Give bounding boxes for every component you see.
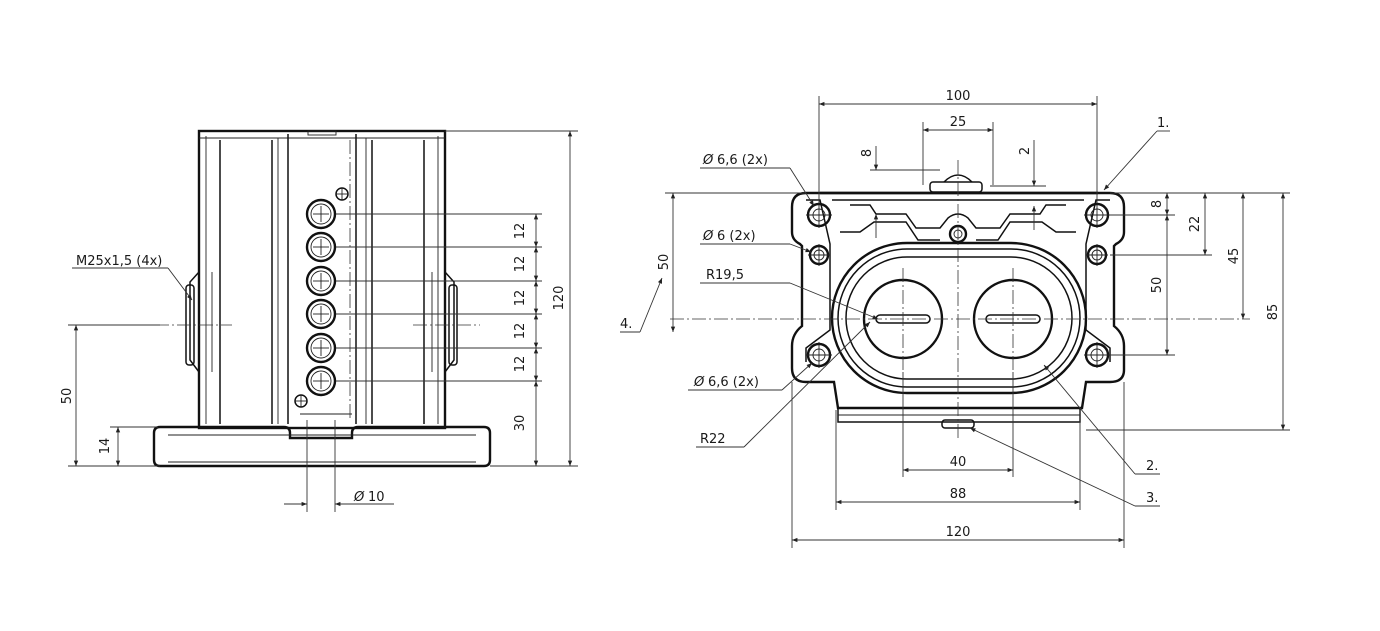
- dim-left-50: 50: [657, 254, 672, 271]
- dim-small-8: 8: [860, 149, 875, 157]
- dim-right-22: 22: [1188, 216, 1203, 233]
- dim-pitch-1: 12: [513, 223, 528, 240]
- dim-pitch-4: 12: [513, 323, 528, 340]
- callout-outer-radius: R22: [700, 432, 726, 447]
- item-label-4: 4.: [620, 317, 632, 332]
- dim-right-50: 50: [1150, 277, 1165, 294]
- dim-bottom-40: 40: [950, 455, 967, 470]
- callout-mid-holes: 6 (2x): [717, 229, 756, 244]
- front-view: 100 25 8 2 50 8 22 45 50 85 40 88 120 Ø …: [620, 89, 1290, 548]
- callout-top-holes-symbol: Ø: [702, 153, 714, 168]
- dim-right-85: 85: [1266, 304, 1281, 321]
- dim-pitch-3: 12: [513, 290, 528, 307]
- dim-pin-diameter: 10: [368, 490, 385, 505]
- dim-overall-top-width: 100: [946, 89, 971, 104]
- dim-total-height: 120: [552, 286, 567, 311]
- dim-pitch-2: 12: [513, 256, 528, 273]
- side-pin-column: [294, 187, 349, 408]
- side-view: 12 12 12 12 12 30 120 50 14 M25x1,5 (4x)…: [60, 129, 578, 512]
- callout-bottom-holes: 6,6 (2x): [708, 375, 759, 390]
- front-housing-outline: [790, 191, 1126, 410]
- item-label-2: 2.: [1146, 459, 1158, 474]
- callout-top-holes: 6,6 (2x): [717, 153, 768, 168]
- item-label-3: 3.: [1146, 491, 1158, 506]
- callout-inner-radius: R19,5: [706, 268, 744, 283]
- callout-bottom-holes-symbol: Ø: [693, 375, 705, 390]
- front-oval-outer: [830, 241, 1088, 395]
- dim-gland-axis-height: 50: [60, 388, 75, 405]
- dim-diameter-symbol: Ø: [353, 490, 365, 505]
- dim-bottom-offset: 30: [513, 415, 528, 432]
- callout-mid-holes-symbol: Ø: [702, 229, 714, 244]
- dim-right-45: 45: [1227, 248, 1242, 265]
- item-label-1: 1.: [1157, 116, 1169, 131]
- dim-flange-height: 14: [98, 438, 113, 455]
- dim-pitch-5: 12: [513, 356, 528, 373]
- callout-cable-glands: M25x1,5 (4x): [76, 254, 162, 269]
- side-base-flange: [152, 425, 492, 468]
- dim-small-2: 2: [1018, 147, 1033, 155]
- dim-bottom-88: 88: [950, 487, 967, 502]
- dim-bottom-120: 120: [946, 525, 971, 540]
- dim-right-8: 8: [1150, 200, 1165, 208]
- side-housing-outline: [197, 129, 447, 430]
- dim-center-width: 25: [950, 115, 967, 130]
